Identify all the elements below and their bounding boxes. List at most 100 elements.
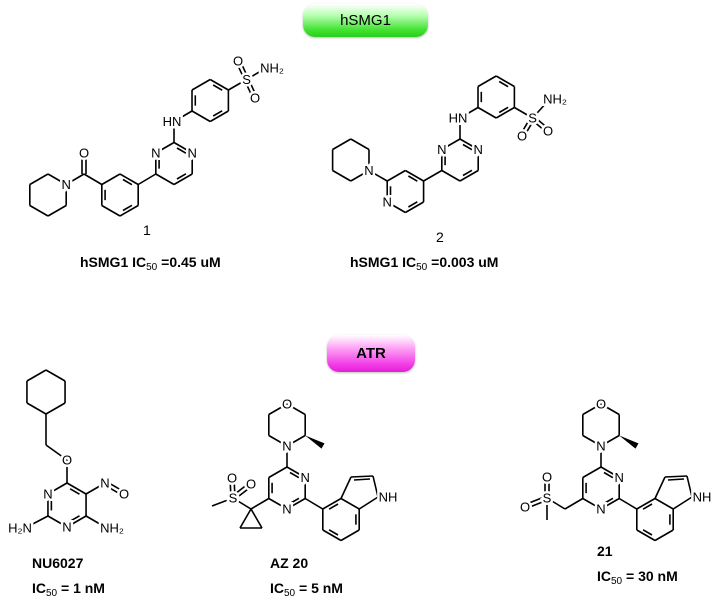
atom-label: O — [119, 487, 129, 502]
atom-label: O — [250, 91, 260, 106]
bond — [350, 169, 370, 182]
bond — [603, 497, 614, 505]
compound-1-number: 1 — [143, 222, 151, 238]
compound-21-activity: IC50 = 30 nM — [597, 568, 678, 587]
bond — [498, 106, 509, 114]
atom-label: N — [383, 195, 392, 210]
bond — [191, 110, 211, 123]
bond — [477, 106, 497, 119]
atom-label: N — [61, 177, 70, 192]
bond — [564, 497, 584, 510]
bond — [686, 475, 693, 498]
bond — [235, 61, 246, 81]
nu6027-activity: IC50 = 1 nM — [32, 580, 105, 599]
bond — [286, 466, 306, 479]
bond — [423, 169, 443, 182]
bond — [83, 173, 103, 186]
bond — [209, 110, 229, 123]
bond — [69, 488, 80, 495]
bond — [340, 497, 360, 510]
atom-label: N — [151, 146, 160, 161]
atom-label: O — [227, 471, 237, 486]
bond — [119, 204, 139, 217]
bond — [525, 495, 547, 505]
atom-label: O — [520, 500, 530, 515]
bond — [407, 201, 418, 208]
bond — [495, 75, 515, 88]
atom-label: NH₂ — [260, 61, 284, 76]
bond — [268, 434, 288, 447]
bond — [600, 434, 620, 447]
compound-21-name: 21 — [597, 543, 613, 559]
bond — [340, 529, 360, 542]
bond — [173, 141, 193, 154]
atom-label: N — [187, 146, 196, 161]
bond — [286, 497, 306, 510]
bond — [404, 201, 424, 214]
bond — [332, 169, 352, 182]
bond — [459, 138, 479, 151]
atom-label: N — [614, 470, 623, 485]
bond — [532, 100, 549, 119]
atom-label: O — [246, 477, 256, 492]
bond — [119, 173, 139, 186]
bond — [191, 78, 211, 91]
bond — [122, 204, 133, 212]
bond — [209, 78, 229, 91]
bond — [45, 369, 66, 382]
atom-label: N — [300, 470, 309, 485]
bond — [122, 178, 133, 186]
bond — [286, 434, 306, 447]
bond — [233, 485, 252, 501]
bond — [231, 482, 250, 498]
bond — [498, 80, 509, 88]
bond — [527, 499, 549, 509]
bond — [350, 475, 374, 478]
bond — [47, 204, 67, 217]
bond — [173, 110, 193, 123]
bond — [268, 497, 288, 510]
atr-badge-label: ATR — [356, 345, 386, 362]
bond — [386, 169, 406, 182]
atom-label: S — [229, 491, 238, 506]
bond — [322, 497, 342, 510]
atom-label: NH₂ — [543, 92, 567, 107]
bond — [103, 484, 124, 497]
bond — [519, 116, 532, 136]
atom-label: O — [62, 453, 72, 468]
bond — [239, 508, 252, 529]
atom-label: O — [79, 146, 89, 161]
atom-label: N — [43, 487, 52, 502]
bond — [250, 508, 263, 529]
bond — [495, 106, 515, 119]
bond — [441, 138, 461, 151]
bond — [29, 173, 49, 186]
atom-label: O — [233, 54, 243, 69]
atom-label: HN — [163, 114, 182, 129]
bond — [441, 169, 461, 182]
bond — [289, 497, 300, 505]
bond — [636, 497, 656, 510]
bond — [582, 403, 602, 416]
bond — [239, 59, 250, 79]
bond — [246, 67, 267, 81]
bond — [513, 106, 533, 119]
bond — [350, 138, 370, 151]
bond — [340, 476, 352, 499]
bond — [286, 403, 306, 416]
bond — [26, 515, 49, 528]
compound-1-activity: hSMG1 IC50 =0.45 uM — [80, 254, 221, 273]
atom-label: NH₂ — [100, 521, 124, 536]
bond — [328, 529, 339, 536]
atom-label: O — [596, 397, 606, 412]
bond — [26, 402, 47, 415]
bond — [232, 497, 252, 510]
compound-2-activity: hSMG1 IC50 =0.003 uM — [350, 254, 499, 273]
az20-name: AZ 20 — [270, 555, 309, 571]
bond — [212, 110, 223, 117]
